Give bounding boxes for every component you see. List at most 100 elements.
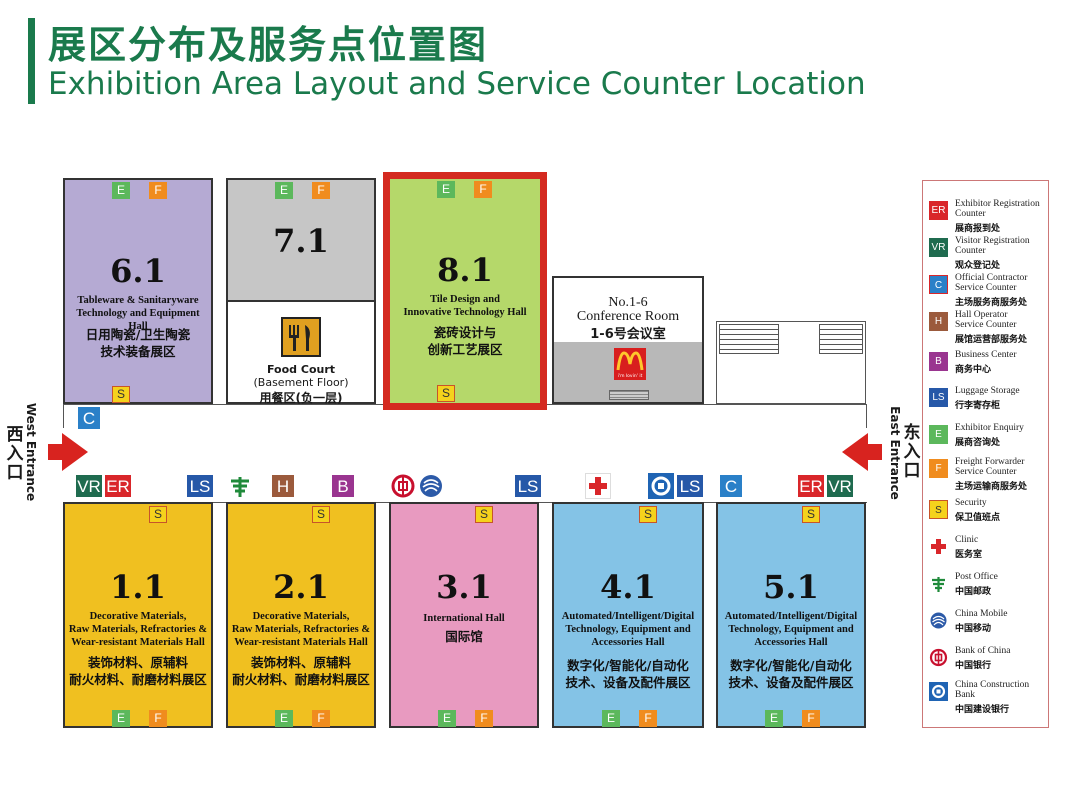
badge-er: ER xyxy=(104,474,132,498)
badge-f: F xyxy=(149,182,167,199)
legend-item: Clinic 医务室 xyxy=(929,535,1046,572)
west-entrance-arrow-icon xyxy=(62,433,88,471)
hall-name-en: Tableware & Sanitaryware Technology and … xyxy=(76,295,200,332)
badge-f: F xyxy=(312,182,330,199)
badge-vr: VR xyxy=(75,474,103,498)
hall-4-1[interactable]: S 4.1 Automated/Intelligent/Digital Tech… xyxy=(552,502,704,728)
stairs-icon xyxy=(609,390,649,400)
badge-e: E xyxy=(275,182,293,199)
hall-8-1[interactable]: E F 8.1 Tile Design and Innovative Techn… xyxy=(383,172,547,410)
legend-label-en: China Construction Bank xyxy=(955,680,1030,700)
title-accent-bar xyxy=(28,18,35,104)
badge-f: F xyxy=(149,710,167,727)
west-entrance-label-en: West Entrance xyxy=(24,402,39,502)
legend-label-en: Freight Forwarder Service Counter xyxy=(955,457,1025,477)
hall-name-zh: 数字化/智能化/自动化 技术、设备及配件展区 xyxy=(728,658,854,690)
badge-ls: LS xyxy=(186,474,214,498)
badge-vr: VR xyxy=(826,474,854,498)
legend-badge-f: F xyxy=(929,459,948,478)
china-mobile-icon xyxy=(418,473,444,499)
badge-f: F xyxy=(639,710,657,727)
east-entrance-arrow-stem xyxy=(866,444,882,460)
legend-badge-s: S xyxy=(929,500,948,519)
badge-s: S xyxy=(475,506,493,523)
hall-3-1[interactable]: S 3.1 International Hall 国际馆 E F xyxy=(389,502,539,728)
legend-item: Bank of China 中国银行 xyxy=(929,646,1046,680)
post-office-icon xyxy=(227,473,253,499)
legend-label-zh: 保卫值班点 xyxy=(955,513,1001,523)
mcdonalds-area: i'm lovin' it xyxy=(554,342,702,402)
badge-s: S xyxy=(802,506,820,523)
legend-badge-e: E xyxy=(929,425,948,444)
legend-badge-ls: LS xyxy=(929,388,948,407)
legend-label-zh: 展馆运营部服务处 xyxy=(955,335,1028,345)
page-title-en: Exhibition Area Layout and Service Count… xyxy=(48,66,866,102)
badge-c: C xyxy=(77,406,101,430)
hall-name-en: International Hall xyxy=(423,613,505,624)
legend-label-en: Luggage Storage xyxy=(955,386,1020,396)
badge-ls: LS xyxy=(676,474,704,498)
legend-badge-er: ER xyxy=(929,201,948,220)
hall-name-zh: 装饰材料、原辅料 耐火材料、耐磨材料展区 xyxy=(232,655,370,687)
hall-number: 7.1 xyxy=(273,222,329,260)
legend-label-en: Hall Operator Service Counter xyxy=(955,310,1017,330)
page-title-zh: 展区分布及服务点位置图 xyxy=(48,23,489,67)
hall-2-1[interactable]: S 2.1 Decorative Materials, Raw Material… xyxy=(226,502,376,728)
badge-f: F xyxy=(474,181,492,198)
hall-name-zh: 日用陶瓷/卫生陶瓷 技术装备展区 xyxy=(85,327,191,359)
conference-room-name: Conference Room xyxy=(576,309,680,324)
mcdonalds-logo-icon: i'm lovin' it xyxy=(614,348,646,380)
conference-room-name-zh: 1-6号会议室 xyxy=(590,327,666,342)
escalator-block xyxy=(716,321,866,404)
badge-e: E xyxy=(437,181,455,198)
legend-label-zh: 行李寄存柜 xyxy=(955,401,1001,411)
legend-label-zh: 中国建设银行 xyxy=(955,705,1010,715)
legend-item: F Freight Forwarder Service Counter 主场运输商服… xyxy=(929,457,1046,498)
badge-c: C xyxy=(719,474,743,498)
legend-label-zh: 医务室 xyxy=(955,550,983,560)
conference-room[interactable]: No.1-6 Conference Room 1-6号会议室 i'm lovin… xyxy=(552,276,704,404)
legend-label-zh: 中国移动 xyxy=(955,624,992,634)
hall-7-1[interactable]: E F 7.1 xyxy=(226,178,376,302)
badge-e: E xyxy=(438,710,456,727)
legend-label-zh: 中国银行 xyxy=(955,661,992,671)
food-court-name-zh: 用餐区(负一层) xyxy=(259,391,343,405)
legend-label-zh: 展商报到处 xyxy=(955,224,1001,234)
badge-s: S xyxy=(312,506,330,523)
legend-badge-h: H xyxy=(929,312,948,331)
legend-item: China Construction Bank 中国建设银行 xyxy=(929,680,1046,720)
hall-number: 6.1 xyxy=(110,252,166,290)
escalator-1 xyxy=(719,324,779,354)
conference-room-number: No.1-6 xyxy=(608,295,648,310)
hall-name-en: Tile Design and Innovative Technology Ha… xyxy=(403,294,527,318)
hall-name-zh: 数字化/智能化/自动化 技术、设备及配件展区 xyxy=(565,658,691,690)
legend-label-en: Bank of China xyxy=(955,646,1011,656)
west-entrance-arrow-stem xyxy=(48,444,64,460)
hall-name-zh: 国际馆 xyxy=(445,629,483,644)
hall-number: 4.1 xyxy=(600,568,656,606)
hall-8-1-inner: E F 8.1 Tile Design and Innovative Techn… xyxy=(390,179,540,403)
legend-label-zh: 观众登记处 xyxy=(955,261,1001,271)
hall-6-1[interactable]: E F 6.1 Tableware & Sanitaryware Technol… xyxy=(63,178,213,404)
badge-s: S xyxy=(639,506,657,523)
legend-label-en: Business Center xyxy=(955,350,1017,360)
legend-label-zh: 中国邮政 xyxy=(955,587,992,597)
legend-label-en: Post Office xyxy=(955,572,998,582)
bank-of-china-icon xyxy=(929,648,948,667)
hall-5-1[interactable]: S 5.1 Automated/Intelligent/Digital Tech… xyxy=(716,502,866,728)
corridor-right-wall xyxy=(866,404,867,428)
clinic-icon xyxy=(585,473,611,499)
legend-label-en: Clinic xyxy=(955,535,979,545)
hall-1-1[interactable]: S 1.1 Decorative Materials, Raw Material… xyxy=(63,502,213,728)
food-court[interactable]: Food Court (Basement Floor) 用餐区(负一层) xyxy=(226,300,376,405)
legend-label-zh: 主场运输商服务处 xyxy=(955,482,1028,492)
badge-f: F xyxy=(802,710,820,727)
food-court-icon xyxy=(281,317,321,357)
legend-label-zh: 展商咨询处 xyxy=(955,438,1001,448)
east-entrance-label-en: East Entrance xyxy=(887,406,902,500)
